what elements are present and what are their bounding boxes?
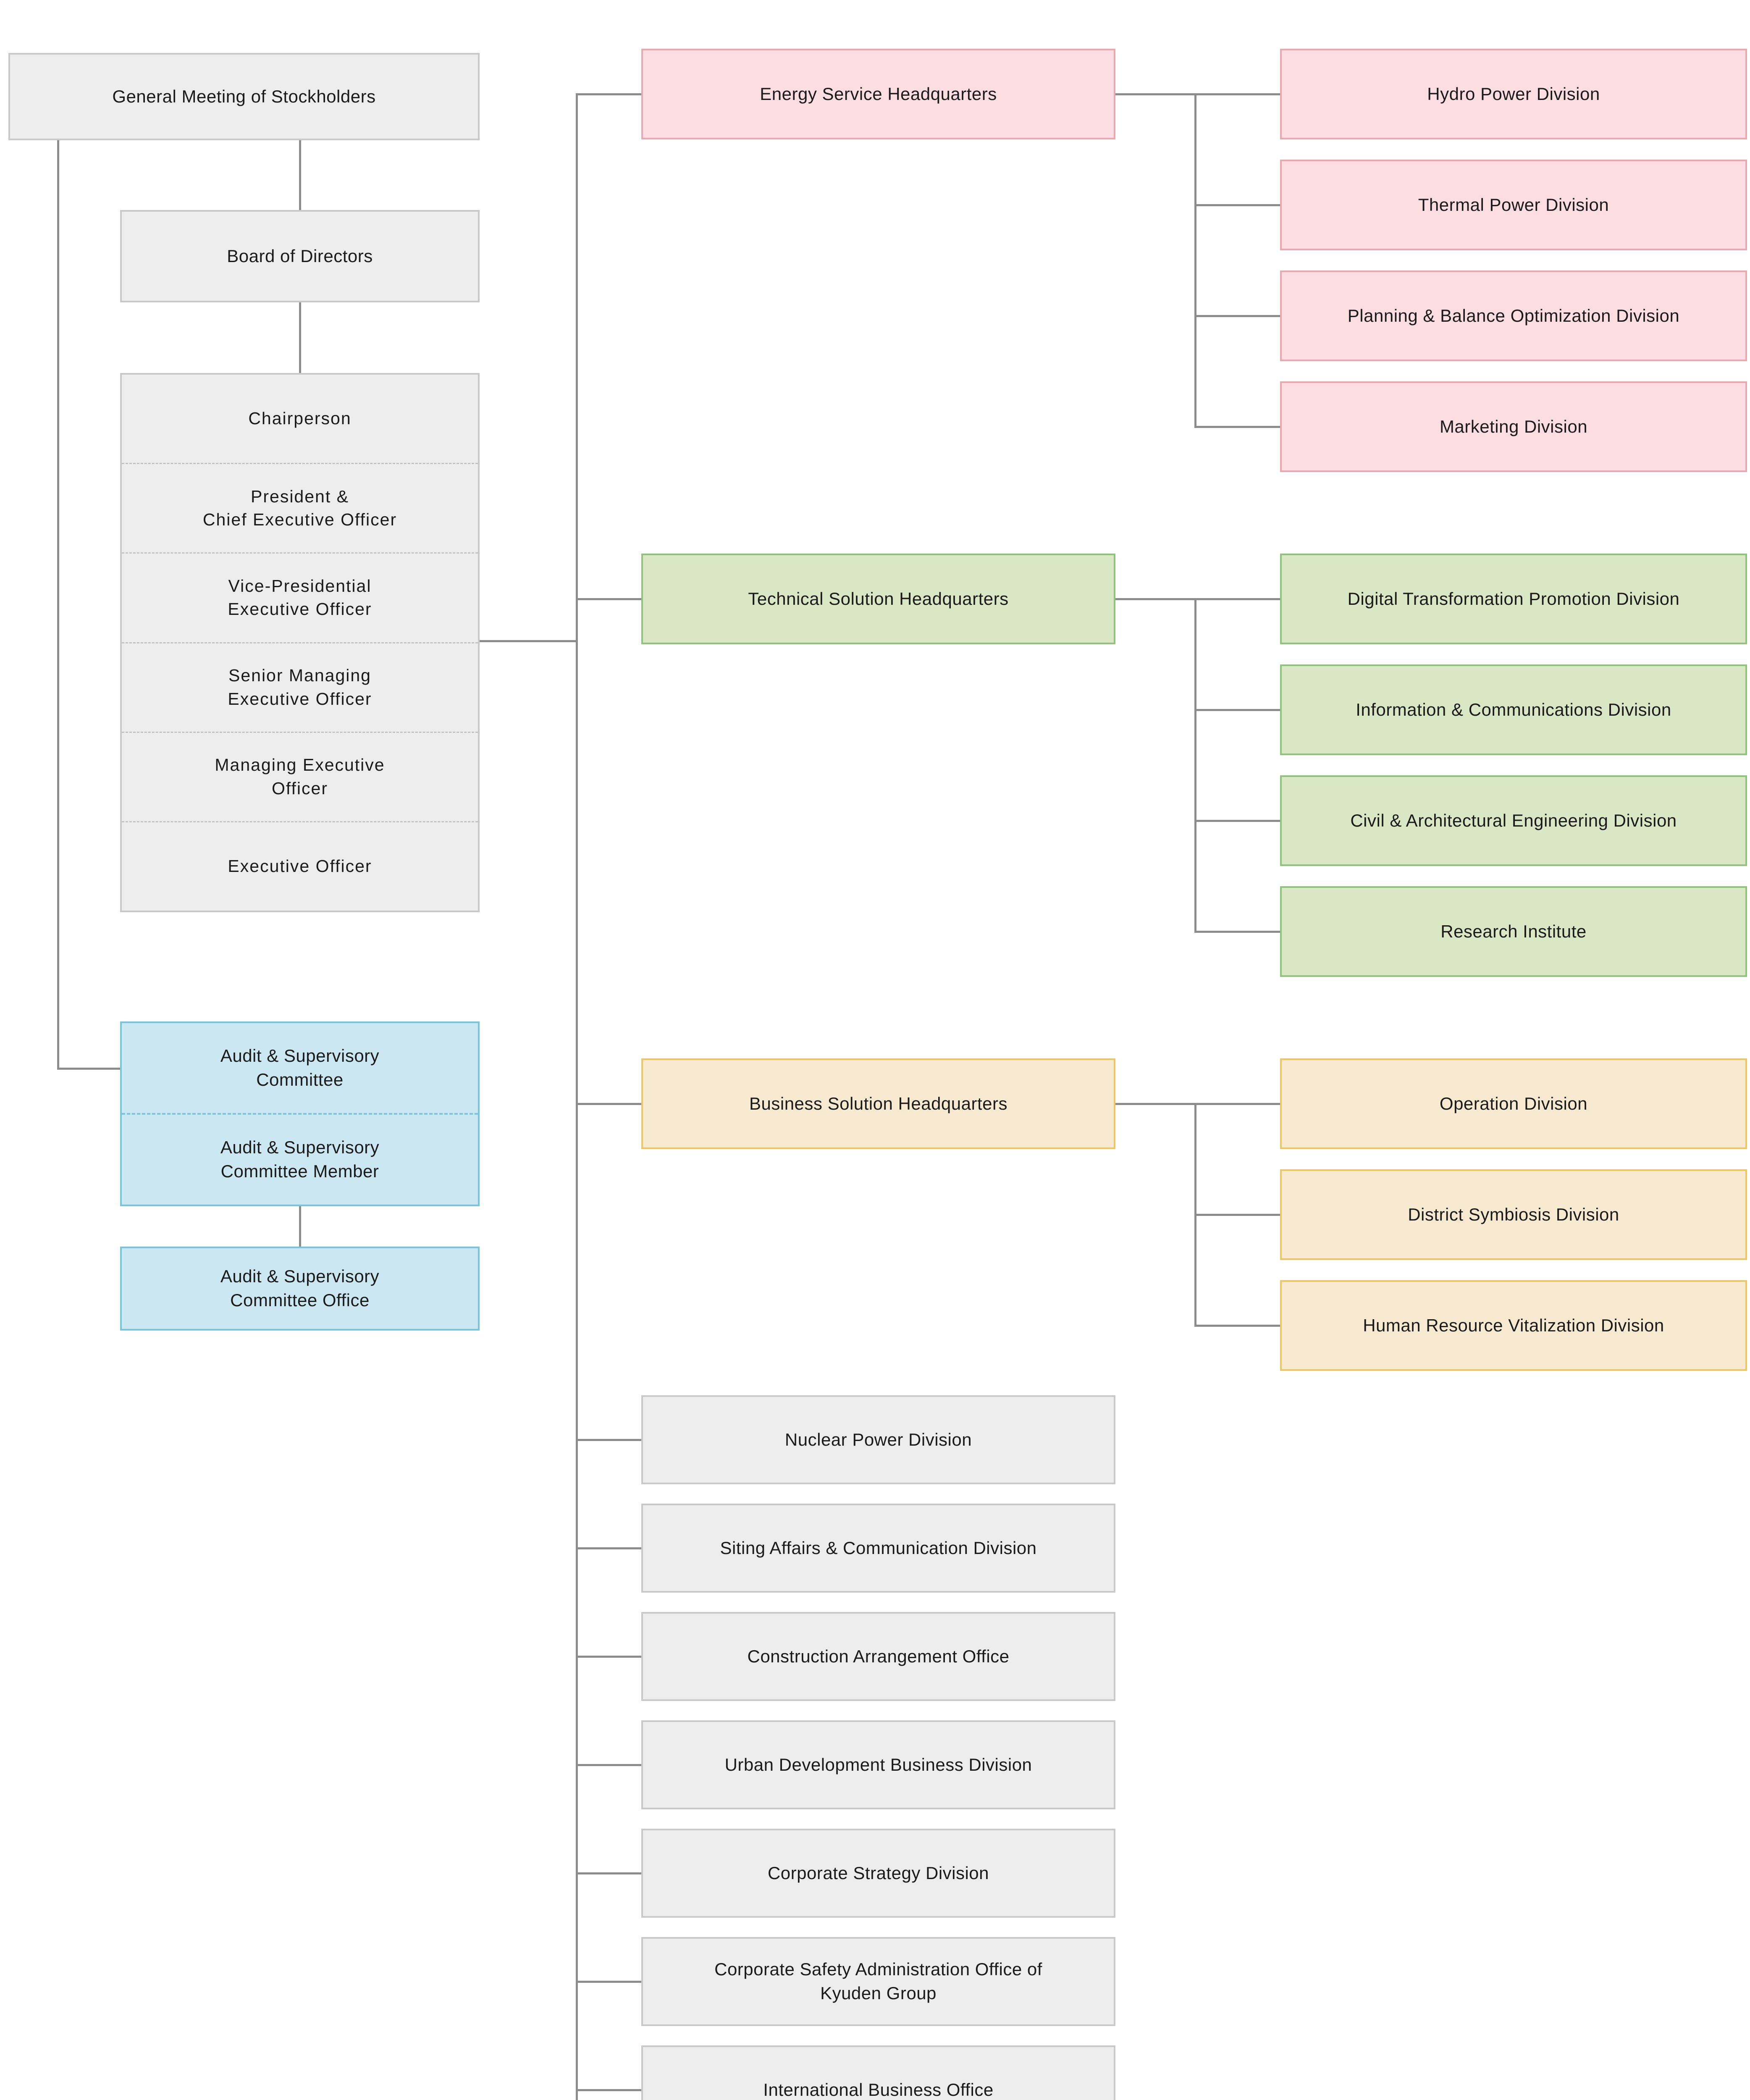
connector-board-to-executives [299, 302, 301, 373]
connector-main-trunk [576, 93, 578, 2100]
connector-stub-research [1195, 931, 1280, 933]
box-audit-supervisory-committee-office: Audit & Supervisory Committee Office [120, 1247, 480, 1331]
connector-technical-hq-out [1115, 598, 1280, 600]
connector-stub-construction [576, 1656, 641, 1658]
box-research-institute: Research Institute [1280, 886, 1747, 977]
box-hydro-power-division: Hydro Power Division [1280, 49, 1747, 139]
exec-rank-chairperson: Chairperson [248, 409, 352, 428]
box-corporate-safety-administration-office: Corporate Safety Administration Office o… [641, 1937, 1115, 2026]
box-marketing-division: Marketing Division [1280, 381, 1747, 472]
connector-stub-corporate-safety [576, 1981, 641, 1983]
box-general-meeting: General Meeting of Stockholders [8, 53, 480, 140]
connector-stub-technical-hq [576, 598, 641, 600]
connector-stub-corporate-strategy [576, 1872, 641, 1874]
box-digital-transformation-promotion-division: Digital Transformation Promotion Divisio… [1280, 554, 1747, 644]
box-thermal-power-division: Thermal Power Division [1280, 160, 1747, 250]
connector-gm-to-audit-vertical [57, 140, 59, 1069]
exec-rank-senior-managing: Senior Managing Executive Officer [122, 642, 478, 732]
box-energy-service-hq: Energy Service Headquarters [641, 49, 1115, 139]
exec-rank-managing: Managing Executive Officer [122, 731, 478, 821]
connector-stub-info-comm [1195, 709, 1280, 711]
box-human-resource-vitalization-division: Human Resource Vitalization Division [1280, 1280, 1747, 1371]
box-district-symbiosis-division: District Symbiosis Division [1280, 1169, 1747, 1260]
exec-rank-president-ceo: President & Chief Executive Officer [122, 463, 478, 552]
connector-stub-district-symbiosis [1195, 1214, 1280, 1216]
connector-gm-to-audit-horizontal [57, 1068, 120, 1070]
connector-executives-to-trunk [480, 640, 577, 642]
box-audit-supervisory-committee: Audit & Supervisory Committee Audit & Su… [120, 1021, 480, 1206]
box-information-communications-division: Information & Communications Division [1280, 664, 1747, 755]
box-board-of-directors: Board of Directors [120, 210, 480, 302]
box-siting-affairs-communication-division: Siting Affairs & Communication Division [641, 1504, 1115, 1593]
exec-rank-vice-presidential: Vice-Presidential Executive Officer [122, 552, 478, 642]
exec-rank-executive-officer: Executive Officer [122, 821, 478, 911]
audit-committee-member-label: Audit & Supervisory Committee Member [122, 1113, 478, 1205]
box-nuclear-power-division: Nuclear Power Division [641, 1395, 1115, 1484]
box-international-business-office: International Business Office [641, 2045, 1115, 2100]
box-urban-development-business-division: Urban Development Business Division [641, 1720, 1115, 1809]
connector-committee-to-office [299, 1206, 301, 1247]
connector-energy-hq-out [1115, 93, 1280, 95]
connector-stub-nuclear-power [576, 1439, 641, 1441]
box-business-solution-hq: Business Solution Headquarters [641, 1058, 1115, 1149]
connector-stub-civil [1195, 820, 1280, 822]
connector-stub-international-business [576, 2089, 641, 2091]
connector-energy-bus [1194, 93, 1196, 428]
box-civil-architectural-engineering-division: Civil & Architectural Engineering Divisi… [1280, 775, 1747, 866]
connector-technical-bus [1194, 598, 1196, 933]
connector-stub-siting-affairs [576, 1547, 641, 1549]
box-corporate-strategy-division: Corporate Strategy Division [641, 1829, 1115, 1918]
connector-stub-urban-development [576, 1764, 641, 1766]
box-executive-ranks: Chairperson President & Chief Executive … [120, 373, 480, 912]
connector-gm-to-board [299, 140, 301, 210]
connector-stub-marketing [1195, 426, 1280, 428]
connector-stub-energy-hq [576, 93, 641, 95]
box-technical-solution-hq: Technical Solution Headquarters [641, 554, 1115, 644]
box-construction-arrangement-office: Construction Arrangement Office [641, 1612, 1115, 1701]
audit-committee-label: Audit & Supervisory Committee [220, 1046, 380, 1089]
connector-stub-planning [1195, 315, 1280, 317]
connector-stub-business-hq [576, 1103, 641, 1105]
box-operation-division: Operation Division [1280, 1058, 1747, 1149]
connector-stub-hr-vitalization [1195, 1325, 1280, 1327]
connector-stub-thermal [1195, 204, 1280, 206]
connector-business-hq-out [1115, 1103, 1280, 1105]
box-planning-balance-optimization-division: Planning & Balance Optimization Division [1280, 270, 1747, 361]
